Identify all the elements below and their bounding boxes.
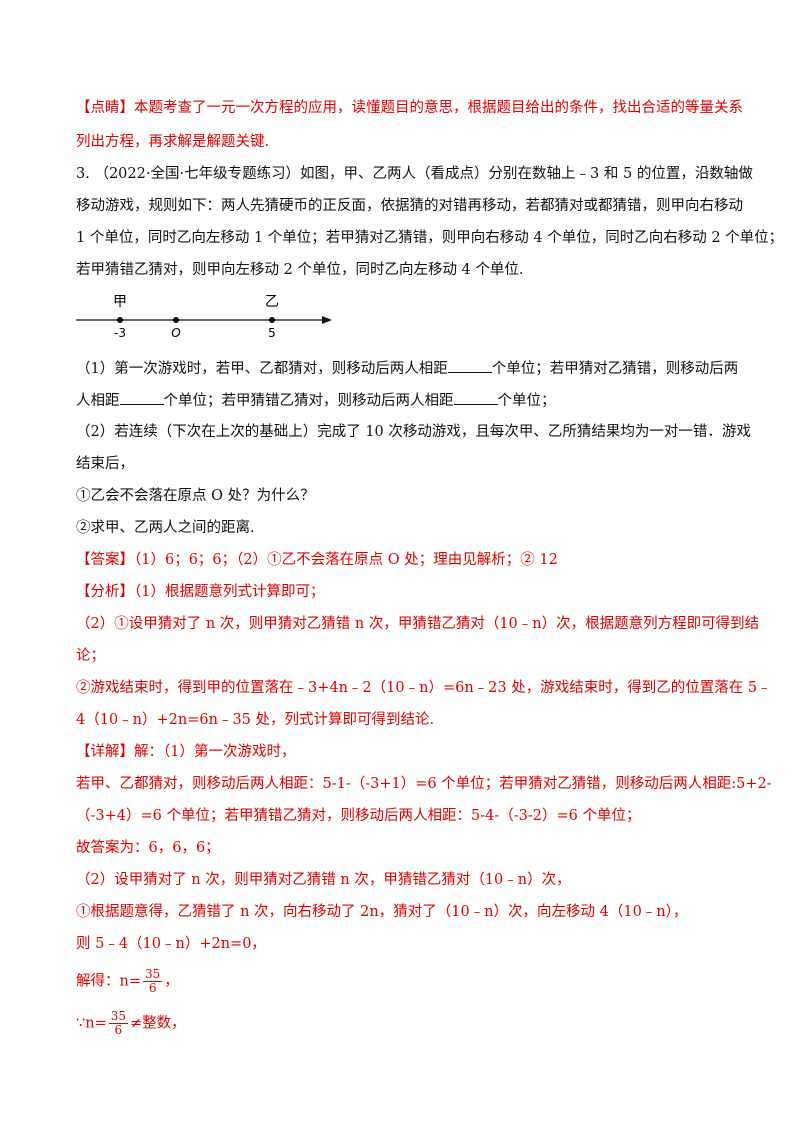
answer-blank-3[interactable] — [453, 390, 498, 405]
analysis-line-3: 论； — [76, 648, 105, 664]
part1-text-b: 个单位；若甲猜对乙猜错，则移动后两 — [491, 361, 739, 377]
question-line-4: 若甲猜错乙猜对，则甲向左移动 2 个单位，同时乙向左移动 4 个单位. — [76, 262, 524, 278]
part1-text-e: 个单位； — [497, 393, 556, 409]
part1-text-d: 个单位；若甲猜错乙猜对，则移动后两人相距 — [163, 393, 454, 409]
part1-text-a: （1）第一次游戏时，若甲、乙都猜对，则移动后两人相距 — [76, 361, 448, 377]
label-yi: 乙 — [265, 294, 279, 310]
fraction-2-denominator: 6 — [114, 1023, 123, 1037]
point-origin — [173, 317, 179, 323]
question-line-3: 1 个单位，同时乙向左移动 1 个单位；若甲猜对乙猜错，则甲向右移动 4 个单位… — [76, 230, 784, 246]
arrow-icon — [322, 316, 332, 324]
because-suffix: ≠整数， — [130, 1015, 186, 1032]
point-yi — [269, 317, 275, 323]
answer-blank-2[interactable] — [119, 390, 164, 405]
analysis-line-2: （2）①设甲猜对了 n 次，则甲猜对乙猜错 n 次，甲猜错乙猜对（10﹣n）次，… — [76, 616, 760, 632]
part1-line-1: （1）第一次游戏时，若甲、乙都猜对，则移动后两人相距 个单位；若甲猜对乙猜错，则移… — [76, 358, 738, 379]
analysis-line-5: 4（10﹣n）+2n=6n﹣35 处，列式计算即可得到结论. — [76, 712, 435, 728]
part2-line-2: 结束后， — [76, 456, 134, 472]
solve-prefix: 解得：n= — [76, 973, 141, 990]
solve-suffix: ， — [164, 973, 179, 990]
note-line-1: 【点睛】本题考查了一元一次方程的应用，读懂题目的意思，根据题目给出的条件，找出合… — [76, 100, 743, 116]
detail-line-5: （2）设甲猜对了 n 次，则甲猜对乙猜错 n 次，甲猜错乙猜对（10﹣n）次， — [76, 872, 571, 888]
detail-line-1: 【详解】解：（1）第一次游戏时， — [76, 744, 296, 760]
detail-line-6: ①根据题意得，乙猜错了 n 次，向右移动了 2n，猜对了（10﹣n）次，向左移动… — [76, 904, 688, 920]
part2-q2: ②求甲、乙两人之间的距离. — [76, 520, 255, 536]
question-line-1: 3. （2022·全国·七年级专题练习）如图，甲、乙两人（看成点）分别在数轴上﹣… — [76, 166, 753, 182]
part1-text-c: 人相距 — [76, 393, 120, 409]
fraction-numerator: 35 — [143, 967, 163, 982]
detail-line-4: 故答案为：6，6，6； — [76, 840, 220, 856]
fraction-denominator: 6 — [148, 981, 157, 995]
part1-line-2: 人相距 个单位；若甲猜错乙猜对，则移动后两人相距 个单位； — [76, 390, 556, 411]
number-line-figure: 甲 乙 -3 O 5 — [76, 294, 332, 340]
tick-left: -3 — [114, 326, 126, 340]
part2-line-1: （2）若连续（下次在上次的基础上）完成了 10 次移动游戏，且每次甲、乙所猜结果… — [76, 424, 751, 440]
answer-line: 【答案】（1）6；6；6；（2）①乙不会落在原点 O 处；理由见解析；② 12 — [76, 552, 558, 568]
detail-line-3: （-3+4）=6 个单位；若甲猜错乙猜对，则移动后两人相距：5-4-（-3-2）… — [76, 808, 641, 824]
fraction-2-numerator: 35 — [108, 1009, 128, 1024]
part2-q1: ①乙会不会落在原点 O 处？为什么？ — [76, 488, 315, 504]
note-line-2: 列出方程，再求解是解题关键. — [76, 134, 270, 150]
point-jia — [117, 317, 123, 323]
label-jia: 甲 — [113, 294, 127, 310]
because-prefix: ∵n= — [76, 1015, 107, 1032]
answer-blank-1[interactable] — [447, 358, 492, 373]
detail-line-2: 若甲、乙都猜对，则移动后两人相距：5-1-（-3+1）=6 个单位；若甲猜对乙猜… — [76, 776, 772, 792]
detail-line-7: 则 5﹣4（10﹣n）+2n=0， — [76, 936, 266, 952]
question-line-2: 移动游戏，规则如下：两人先猜硬币的正反面，依据猜的对错再移动，若都猜对或都猜错，… — [76, 198, 743, 214]
tick-origin: O — [171, 326, 180, 340]
tick-right: 5 — [268, 326, 276, 340]
analysis-line-4: ②游戏结束时，得到甲的位置落在﹣3+4n﹣2（10﹣n）=6n﹣23 处，游戏结… — [76, 680, 772, 696]
analysis-line-1: 【分析】（1）根据题意列式计算即可； — [76, 584, 325, 600]
